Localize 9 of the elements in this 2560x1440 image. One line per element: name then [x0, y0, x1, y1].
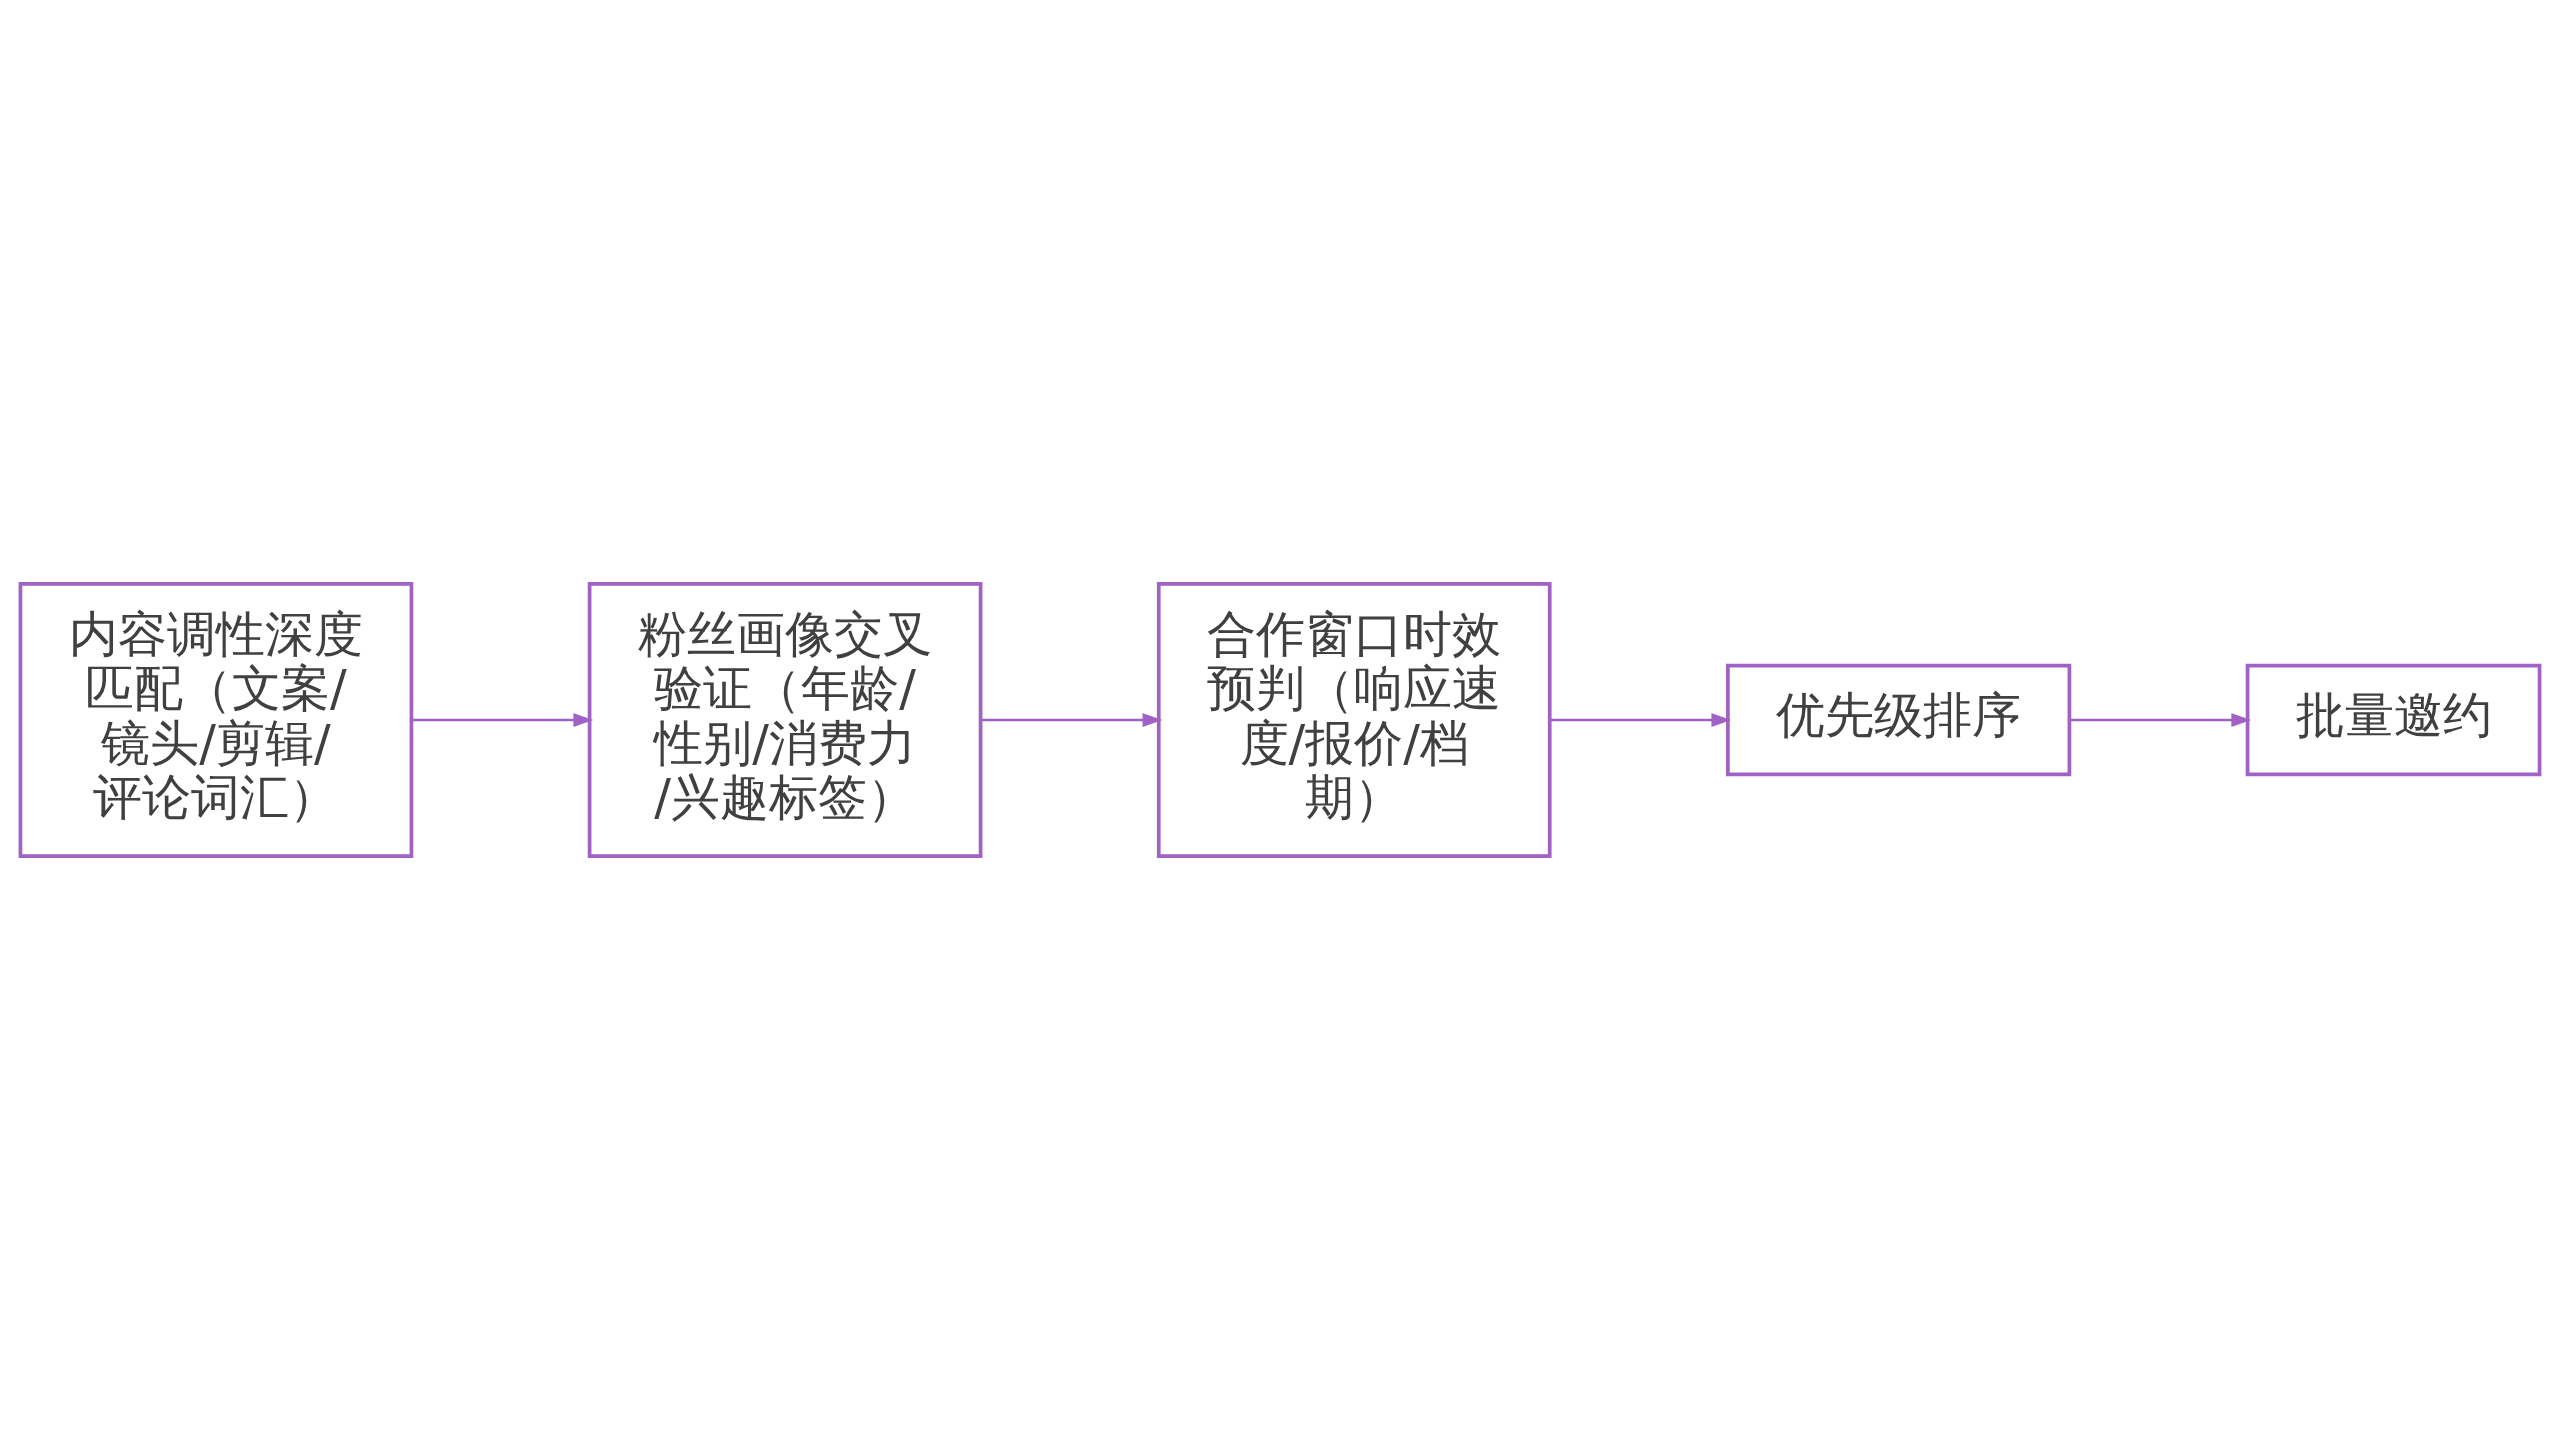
arrow — [411, 713, 594, 727]
arrow — [980, 713, 1163, 727]
node-box: 粉丝画像交叉验证（年龄/性别/消费力/兴趣标签） — [587, 582, 983, 858]
node-box: 批量邀约 — [2245, 663, 2542, 777]
arrow — [1549, 713, 1732, 727]
node-box: 合作窗口时效预判（响应速度/报价/档期） — [1156, 582, 1552, 858]
node-box: 优先级排序 — [1726, 663, 2072, 777]
arrow — [2069, 713, 2252, 727]
node-box: 内容调性深度匹配（文案/镜头/剪辑/评论词汇） — [18, 582, 414, 858]
